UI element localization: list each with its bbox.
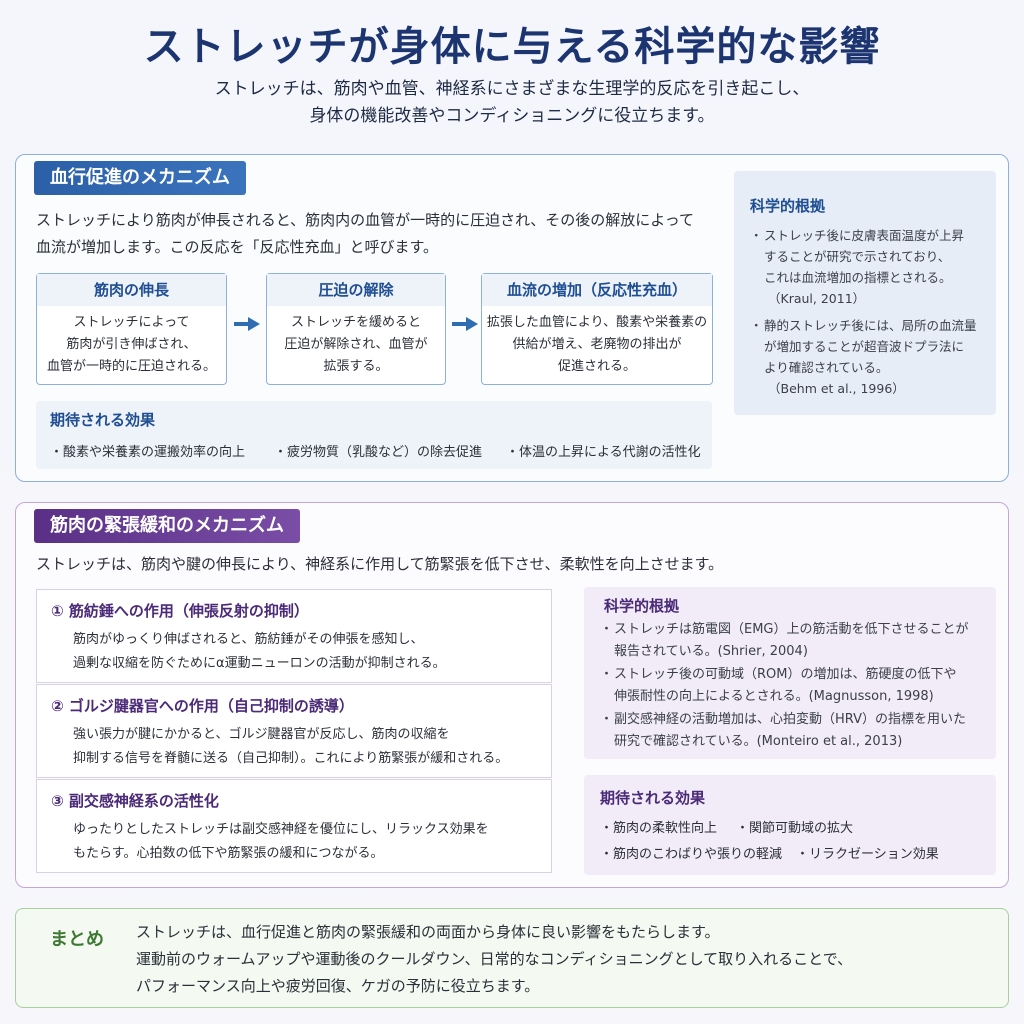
summary-line: パフォーマンス向上や疲労回復、ケガの予防に役立ちます。 [136, 977, 540, 995]
effect-item: ・リラクゼーション効果 [796, 847, 939, 862]
effect-item: ・酸素や栄養素の運搬効率の向上 [50, 445, 246, 460]
right-arrow-icon [452, 317, 478, 331]
step-body: ストレッチを緩めると 圧迫が解除され、血管が 拡張する。 [267, 306, 445, 378]
evidence-citation: （Behm et al., 1996） [768, 381, 905, 396]
mechanism-line: 強い張力が腱にかかると、ゴルジ腱器官が反応し、筋肉の収縮を [73, 727, 450, 742]
evidence-item: ストレッチ後に皮膚表面温度が上昇 することが研究で示されており、 これは血流増加… [750, 225, 986, 309]
evidence-line: することが研究で示されており、 [764, 249, 951, 264]
mechanism-body: 強い張力が腱にかかると、ゴルジ腱器官が反応し、筋肉の収縮を 抑制する信号を脊髄に… [73, 723, 508, 771]
blood-flow-section: 血行促進のメカニズム ストレッチにより筋肉が伸長されると、筋肉内の血管が一時的に… [15, 154, 1009, 482]
page-subtitle: ストレッチは、筋肉や血管、神経系にさまざまな生理学的反応を引き起こし、 身体の機… [0, 76, 1024, 130]
step-body: ストレッチによって 筋肉が引き伸ばされ、 血管が一時的に圧迫される。 [37, 306, 226, 378]
blood-flow-effects: 期待される効果 ・酸素や栄養素の運搬効率の向上 ・疲労物質（乳酸など）の除去促進… [36, 401, 712, 469]
evidence-line: 副交感神経の活動増加は、心拍変動（HRV）の指標を用いた [614, 712, 966, 727]
page-title: ストレッチが身体に与える科学的な影響 [143, 24, 881, 70]
intro-line: ストレッチにより筋肉が伸長されると、筋肉内の血管が一時的に圧迫され、その後の解放… [36, 211, 695, 229]
evidence-list: ストレッチは筋電図（EMG）上の筋活動を低下させることが 報告されている。(Sh… [600, 619, 990, 754]
evidence-title: 科学的根拠 [750, 197, 826, 215]
mechanism-line: ゆったりとしたストレッチは副交感神経を優位にし、リラックス効果を [73, 822, 489, 837]
evidence-line: が増加することが超音波ドプラ法に [764, 339, 965, 354]
summary-line: ストレッチは、血行促進と筋肉の緊張緩和の両面から身体に良い影響をもたらします。 [136, 923, 720, 941]
effect-item: ・筋肉の柔軟性向上 [600, 821, 718, 836]
summary-label: まとめ [50, 929, 104, 950]
evidence-item: ストレッチは筋電図（EMG）上の筋活動を低下させることが 報告されている。(Sh… [600, 619, 990, 663]
mechanism-line: 筋肉がゆっくり伸ばされると、筋紡錘がその伸張を感知し、 [73, 632, 424, 647]
step-line: 筋肉が引き伸ばされ、 [66, 337, 197, 352]
blood-flow-intro: ストレッチにより筋肉が伸長されると、筋肉内の血管が一時的に圧迫され、その後の解放… [36, 207, 726, 261]
evidence-line: 伸張耐性の向上によるとされる。(Magnusson, 1998) [614, 689, 934, 704]
muscle-effects: 期待される効果 ・筋肉の柔軟性向上 ・関節可動域の拡大 ・筋肉のこわばりや張りの… [584, 775, 996, 875]
summary-section: まとめ ストレッチは、血行促進と筋肉の緊張緩和の両面から身体に良い影響をもたらし… [15, 908, 1009, 1008]
right-arrow-icon [234, 317, 260, 331]
step-line: 供給が増え、老廃物の排出が [512, 337, 682, 352]
mechanism-body: ゆったりとしたストレッチは副交感神経を優位にし、リラックス効果を もたらす。心拍… [73, 818, 489, 866]
muscle-relaxation-intro: ストレッチは、筋肉や腱の伸長により、神経系に作用して筋緊張を低下させ、柔軟性を向… [36, 555, 724, 573]
mechanism-line: 過剰な収縮を防ぐためにα運動ニューロンの活動が抑制される。 [73, 656, 446, 671]
step-title: 血流の増加（反応性充血） [482, 274, 712, 306]
subtitle-line: 身体の機能改善やコンディショニングに役立ちます。 [309, 106, 715, 126]
summary-text: ストレッチは、血行促進と筋肉の緊張緩和の両面から身体に良い影響をもたらします。 … [136, 919, 852, 1000]
mechanism-body: 筋肉がゆっくり伸ばされると、筋紡錘がその伸張を感知し、 過剰な収縮を防ぐためにα… [73, 628, 446, 676]
evidence-line: ストレッチ後に皮膚表面温度が上昇 [764, 228, 965, 243]
effects-title: 期待される効果 [50, 411, 156, 429]
evidence-list: ストレッチ後に皮膚表面温度が上昇 することが研究で示されており、 これは血流増加… [750, 225, 986, 401]
mechanism-title: ② ゴルジ腱器官への作用（自己抑制の誘導） [51, 697, 354, 715]
evidence-line: ストレッチは筋電図（EMG）上の筋活動を低下させることが [614, 622, 969, 637]
evidence-line: 報告されている。(Shrier, 2004) [614, 644, 808, 659]
step-body: 拡張した血管により、酸素や栄養素の 供給が増え、老廃物の排出が 促進される。 [482, 306, 712, 378]
intro-line: 血流が増加します。この反応を「反応性充血」と呼びます。 [36, 238, 439, 256]
effects-title: 期待される効果 [600, 789, 706, 807]
step-line: 拡張した血管により、酸素や栄養素の [486, 315, 708, 330]
mechanism-line: もたらす。心拍数の低下や筋緊張の緩和につながる。 [73, 846, 384, 861]
effect-item: ・体温の上昇による代謝の活性化 [506, 445, 701, 460]
step-muscle-stretch: 筋肉の伸長 ストレッチによって 筋肉が引き伸ばされ、 血管が一時的に圧迫される。 [36, 273, 227, 385]
evidence-title: 科学的根拠 [604, 597, 680, 615]
effect-item: ・疲労物質（乳酸など）の除去促進 [274, 445, 483, 460]
mechanism-title: ① 筋紡錘への作用（伸張反射の抑制） [51, 602, 309, 620]
evidence-item: ストレッチ後の可動域（ROM）の増加は、筋硬度の低下や 伸張耐性の向上によるとさ… [600, 664, 990, 708]
mechanism-line: 抑制する信号を脊髄に送る（自己抑制）。これにより筋緊張が緩和される。 [73, 751, 509, 766]
evidence-line: 研究で確認されている。(Monteiro et al., 2013) [614, 734, 903, 749]
step-line: 血管が一時的に圧迫される。 [46, 359, 216, 374]
mechanism-title: ③ 副交感神経系の活性化 [51, 792, 219, 810]
effect-item: ・関節可動域の拡大 [736, 821, 854, 836]
step-increased-flow: 血流の増加（反応性充血） 拡張した血管により、酸素や栄養素の 供給が増え、老廃物… [481, 273, 713, 385]
evidence-item: 副交感神経の活動増加は、心拍変動（HRV）の指標を用いた 研究で確認されている。… [600, 709, 990, 753]
step-line: ストレッチによって [73, 315, 190, 330]
evidence-citation: （Kraul, 2011） [768, 291, 866, 306]
evidence-item: 静的ストレッチ後には、局所の血流量 が増加することが超音波ドプラ法に より確認さ… [750, 315, 986, 399]
step-release-pressure: 圧迫の解除 ストレッチを緩めると 圧迫が解除され、血管が 拡張する。 [266, 273, 446, 385]
mechanism-golgi-tendon: ② ゴルジ腱器官への作用（自己抑制の誘導） 強い張力が腱にかかると、ゴルジ腱器官… [36, 684, 552, 778]
evidence-line: これは血流増加の指標とされる。 [764, 270, 952, 285]
evidence-line: より確認されている。 [764, 360, 889, 375]
step-title: 筋肉の伸長 [37, 274, 226, 306]
step-line: 拡張する。 [323, 359, 389, 374]
evidence-line: 静的ストレッチ後には、局所の血流量 [764, 318, 977, 333]
step-line: 促進される。 [557, 359, 636, 374]
muscle-evidence: 科学的根拠 ストレッチは筋電図（EMG）上の筋活動を低下させることが 報告されて… [584, 587, 996, 759]
step-line: 圧迫が解除され、血管が [284, 337, 428, 352]
step-title: 圧迫の解除 [267, 274, 445, 306]
step-line: ストレッチを緩めると [290, 315, 421, 330]
evidence-line: ストレッチ後の可動域（ROM）の増加は、筋硬度の低下や [614, 667, 957, 682]
summary-line: 運動前のウォームアップや運動後のクールダウン、日常的なコンディショニングとして取… [136, 950, 853, 968]
subtitle-line: ストレッチは、筋肉や血管、神経系にさまざまな生理学的反応を引き起こし、 [214, 79, 810, 99]
mechanism-muscle-spindle: ① 筋紡錘への作用（伸張反射の抑制） 筋肉がゆっくり伸ばされると、筋紡錘がその伸… [36, 589, 552, 683]
mechanism-parasympathetic: ③ 副交感神経系の活性化 ゆったりとしたストレッチは副交感神経を優位にし、リラッ… [36, 779, 552, 873]
muscle-relaxation-section: 筋肉の緊張緩和のメカニズム ストレッチは、筋肉や腱の伸長により、神経系に作用して… [15, 502, 1009, 888]
muscle-relaxation-heading: 筋肉の緊張緩和のメカニズム [34, 509, 300, 543]
blood-flow-heading: 血行促進のメカニズム [34, 161, 246, 195]
effect-item: ・筋肉のこわばりや張りの軽減 [600, 847, 783, 862]
blood-flow-evidence: 科学的根拠 ストレッチ後に皮膚表面温度が上昇 することが研究で示されており、 こ… [734, 171, 996, 415]
